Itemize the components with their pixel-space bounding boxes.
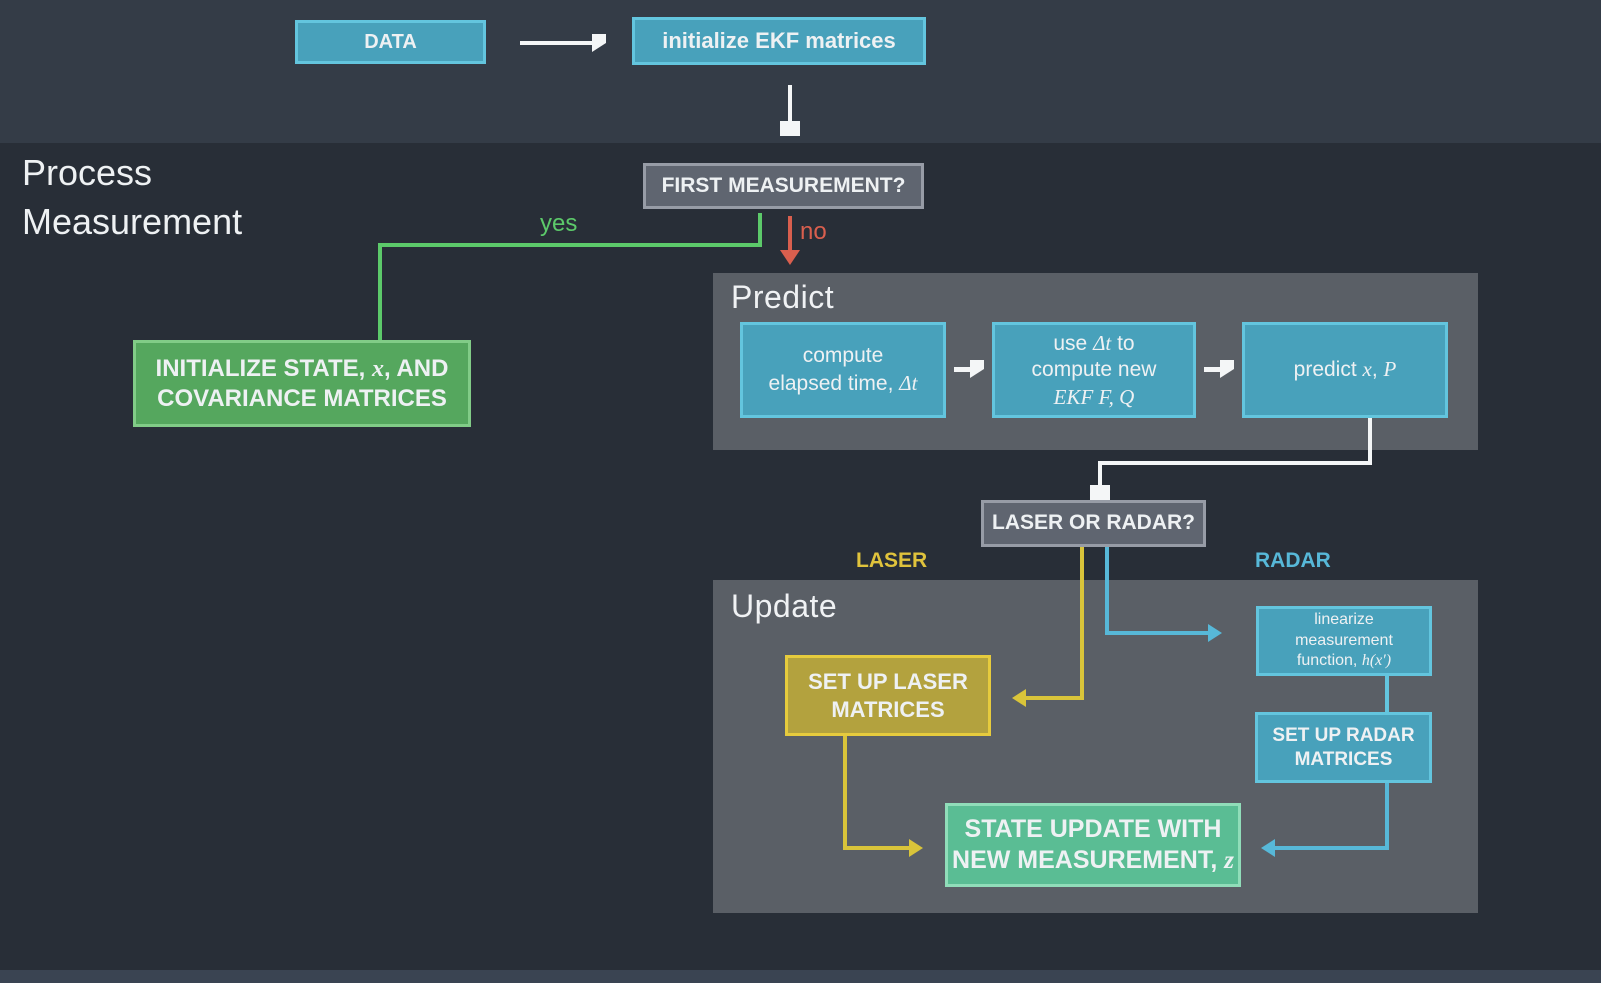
bottom-band	[0, 970, 1601, 983]
initialize-state-math-x: x	[371, 355, 384, 382]
first-measurement-label: FIRST MEASUREMENT?	[661, 173, 906, 197]
laser-or-radar-decision: LASER OR RADAR?	[981, 500, 1206, 547]
use-line3-math: EKF F, Q	[1053, 384, 1135, 409]
laser-path-arrow-icon	[1012, 689, 1026, 707]
linearize-line1: linearize	[1314, 610, 1374, 628]
initialize-state-node: INITIALIZE STATE, x, AND COVARIANCE MATR…	[133, 340, 471, 427]
setup-radar-node: SET UP RADAR MATRICES	[1255, 712, 1432, 783]
laser-to-state-arrow-icon	[909, 839, 923, 857]
update-title: Update	[731, 588, 838, 624]
setup-laser-line1: SET UP LASER	[808, 669, 968, 694]
radar-path-line-across	[1105, 631, 1208, 635]
laser-or-radar-label: LASER OR RADAR?	[992, 511, 1195, 535]
use-line2: compute new	[1031, 358, 1157, 382]
arrow-data-to-init-line	[520, 41, 592, 45]
first-measurement-decision: FIRST MEASUREMENT?	[643, 163, 924, 209]
initialize-ekf-node: initialize EKF matrices	[632, 17, 926, 65]
compute-line2-text: elapsed time,	[768, 371, 900, 395]
predict-out-line-across	[1098, 461, 1372, 465]
linearize-line3-text: function,	[1296, 652, 1362, 670]
arrow-down-icon	[780, 121, 800, 136]
laser-path-line-down	[1080, 547, 1084, 700]
predict-arrow2-icon	[1220, 360, 1234, 378]
state-update-line2: NEW MEASUREMENT, z	[952, 845, 1234, 876]
predict-xp-math-x: x	[1362, 357, 1372, 382]
initialize-state-line1: INITIALIZE STATE, x, AND	[156, 354, 449, 384]
linearize-line2: measurement	[1295, 631, 1393, 649]
laser-branch-label: LASER	[856, 549, 928, 572]
radar-branch-label: RADAR	[1255, 549, 1331, 572]
laser-path-line-across	[1024, 696, 1084, 700]
predict-xp-text: predict	[1293, 358, 1363, 382]
predict-arrow1-line	[954, 367, 972, 372]
setup-laser-node: SET UP LASER MATRICES	[785, 655, 991, 736]
arrow-init-to-first-line	[788, 85, 792, 121]
section-title-line1: Process	[22, 152, 153, 193]
use-line1-c: to	[1111, 332, 1135, 356]
state-update-line2-text: NEW MEASUREMENT,	[952, 846, 1225, 874]
section-title-line2: Measurement	[22, 201, 243, 242]
radar-path-arrow-icon	[1208, 624, 1222, 642]
use-line1-a: use	[1053, 332, 1094, 356]
linearize-line3-math: h(x′)	[1361, 652, 1392, 670]
setup-radar-line2: MATRICES	[1294, 748, 1393, 770]
state-update-node: STATE UPDATE WITH NEW MEASUREMENT, z	[945, 803, 1241, 887]
compute-line2-math: Δt	[899, 370, 918, 395]
initialize-state-l1c: , AND	[383, 354, 449, 382]
predict-xp-math-p: P	[1383, 357, 1397, 382]
yes-branch-line-into-box	[378, 243, 382, 340]
setup-laser-line2: MATRICES	[831, 696, 945, 722]
no-label: no	[800, 218, 827, 245]
linearize-node: linearize measurement function, h(x′)	[1256, 606, 1432, 676]
compute-new-ekf-node: use Δt to compute new EKF F, Q	[992, 322, 1196, 418]
use-line1: use Δt to	[1053, 330, 1134, 357]
compute-elapsed-time-node: compute elapsed time, Δt	[740, 322, 946, 418]
initialize-ekf-label: initialize EKF matrices	[662, 28, 896, 54]
predict-xp-label: predict x, P	[1294, 356, 1397, 383]
yes-branch-line-across	[378, 243, 762, 247]
radar-to-state-line-across	[1275, 846, 1389, 850]
predict-arrow1-icon	[970, 360, 984, 378]
yes-label: yes	[540, 210, 578, 237]
initialize-state-l1a: INITIALIZE STATE,	[155, 354, 372, 382]
arrow-right-icon	[592, 34, 606, 52]
predict-out-arrow-icon	[1090, 485, 1110, 500]
radar-path-line-down	[1105, 547, 1109, 635]
laser-to-state-line-down	[843, 736, 847, 850]
radar-to-state-line-down	[1385, 783, 1389, 850]
no-arrow-down-icon	[780, 250, 800, 265]
data-node: DATA	[295, 20, 486, 64]
section-title: Process Measurement	[22, 148, 242, 246]
state-update-line1: STATE UPDATE WITH	[964, 814, 1222, 843]
predict-xp-comma: ,	[1371, 358, 1384, 382]
predict-xp-node: predict x, P	[1242, 322, 1448, 418]
state-update-line2-math: z	[1224, 847, 1234, 874]
laser-to-state-line-across	[843, 846, 911, 850]
predict-title: Predict	[731, 279, 835, 315]
use-line1-math: Δt	[1093, 331, 1112, 356]
no-branch-line	[788, 216, 792, 250]
radar-to-state-arrow-icon	[1261, 839, 1275, 857]
setup-radar-line1: SET UP RADAR	[1272, 724, 1415, 746]
compute-line1: compute	[802, 344, 884, 368]
predict-arrow2-line	[1204, 367, 1222, 372]
linearize-line3: function, h(x′)	[1297, 651, 1391, 672]
predict-out-line-into	[1098, 461, 1102, 487]
initialize-state-line2: COVARIANCE MATRICES	[157, 384, 447, 412]
yes-branch-line-down	[758, 213, 762, 247]
linearize-to-radar-line	[1385, 676, 1389, 712]
data-node-label: DATA	[364, 30, 417, 53]
compute-line2: elapsed time, Δt	[769, 370, 918, 397]
predict-out-line-down	[1368, 418, 1372, 465]
